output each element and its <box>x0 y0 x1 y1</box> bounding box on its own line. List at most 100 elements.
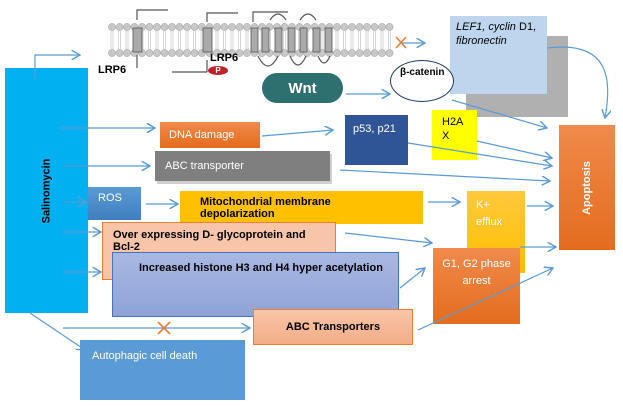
lipid-head <box>108 23 116 31</box>
lipid-tail <box>155 31 159 49</box>
lipid-head <box>243 23 251 31</box>
abc-transporters-box: ABC Transporters <box>253 309 413 345</box>
lipid-tail <box>110 31 114 49</box>
cell-cycle-box: G1, G2 phase arrest <box>433 248 520 324</box>
lipid-head <box>370 49 379 57</box>
overexpress-label: Over expressing D- glycoprotein and Bcl-… <box>113 229 306 253</box>
lipid-head <box>160 49 169 57</box>
autophagic-box: Autophagic cell death <box>80 340 245 400</box>
inhibit-marks <box>157 36 407 335</box>
lipid-head <box>363 23 371 31</box>
lipid-tail <box>170 31 174 49</box>
arrow-overexpress-cycle <box>344 232 432 243</box>
p53-label: p53, p21 <box>353 123 396 135</box>
lipid-head <box>235 49 244 57</box>
lipid-tail <box>343 31 346 49</box>
wnt-label: Wnt <box>288 79 317 97</box>
lipid-head <box>160 23 169 31</box>
lipid-tail <box>283 31 286 49</box>
lef1-target-genes-box: LEF1, cyclin D1, fibronectin <box>450 16 547 94</box>
abc-transporter-box: ABC transporter <box>155 151 330 181</box>
lipid-tail <box>178 31 181 49</box>
lipid-head <box>108 49 116 57</box>
lipid-tail <box>350 31 354 49</box>
histone-label: Increased histone H3 and H4 hyper acetyl… <box>139 262 383 274</box>
lipid-tail <box>335 31 339 49</box>
lipid-head <box>190 49 199 57</box>
d1-text: D1, <box>515 21 537 33</box>
dna-damage-box: DNA damage <box>160 122 260 148</box>
abc-transporter-label: ABC transporter <box>165 160 244 172</box>
lipid-head <box>220 23 229 31</box>
mito-box: Mitochondrial membrane depolarization <box>180 191 423 224</box>
lipid-tail <box>358 31 361 49</box>
lrp6-label-2: LRP6 <box>210 52 239 64</box>
lipid-tail <box>365 31 369 49</box>
lipid-tail <box>373 31 376 49</box>
lipid-head <box>153 23 161 31</box>
lipid-head <box>333 49 341 57</box>
lipid-head <box>340 49 349 57</box>
lipid-head <box>363 49 371 57</box>
lipid-head <box>190 23 199 31</box>
lipid-head <box>385 23 394 31</box>
lrp6-label-1: LRP6 <box>98 64 127 76</box>
lipid-head <box>340 23 349 31</box>
lipid-head <box>228 23 236 31</box>
apoptosis-box: Apoptosis <box>559 125 615 250</box>
lipid-head <box>220 49 229 57</box>
lipid-tail <box>215 31 219 49</box>
arrow-dna-p53 <box>261 130 333 137</box>
lipid-head <box>145 49 154 57</box>
k-efflux-label: K+ efflux <box>476 199 503 228</box>
phospho-oval: P <box>208 66 228 75</box>
histone-box: Increased histone H3 and H4 hyper acetyl… <box>112 252 399 317</box>
wnt-ellipse: Wnt <box>262 73 343 103</box>
lipid-head <box>115 23 124 31</box>
abc-transporters-label: ABC Transporters <box>285 321 381 333</box>
lipid-head <box>333 23 341 31</box>
arrow-sal-autophagy <box>29 312 85 350</box>
lipid-tail <box>125 31 129 49</box>
autophagic-label: Autophagic cell death <box>92 350 198 362</box>
lipid-head <box>378 49 386 57</box>
inhibit-x-membrane <box>395 36 407 49</box>
lipid-head <box>175 23 184 31</box>
lipid-tail <box>238 31 241 49</box>
lipid-head <box>235 23 244 31</box>
lipid-head <box>348 23 356 31</box>
arrow-lef1-apoptosis <box>546 46 608 118</box>
lipid-head <box>280 49 289 57</box>
arrow-catenin-apoptosis <box>451 99 547 128</box>
arrow-abc-apoptosis <box>339 169 550 181</box>
lipid-tail <box>223 31 226 49</box>
lipid-tail <box>380 31 384 49</box>
lef1-text: LEF1, <box>456 21 486 33</box>
p53-p21-box: p53, p21 <box>345 115 408 165</box>
lipid-tail <box>230 31 234 49</box>
lipid-head <box>123 23 131 31</box>
lipid-head <box>370 23 379 31</box>
arrow-to-membrane <box>34 55 80 80</box>
arrow-p53-apoptosis <box>407 142 552 166</box>
mito-label: Mitochondrial membrane depolarization <box>200 196 331 220</box>
cyclin-text: cyclin <box>488 21 516 33</box>
lipid-tail <box>193 31 196 49</box>
dna-damage-label: DNA damage <box>169 129 235 141</box>
lipid-tail <box>320 31 324 49</box>
lipid-head <box>355 23 364 31</box>
lipid-tail <box>388 31 391 49</box>
lipid-head <box>213 23 221 31</box>
h2ax-label: H2A X <box>442 116 463 142</box>
inhibit-x-abc <box>157 321 171 335</box>
lipid-tail <box>245 31 249 49</box>
lipid-head <box>123 49 131 57</box>
lipid-head <box>168 49 176 57</box>
fibronectin-text: fibronectin <box>456 35 507 47</box>
beta-catenin-label: β-catenin <box>400 67 445 78</box>
lipid-tail <box>118 31 121 49</box>
lipid-tail <box>163 31 166 49</box>
